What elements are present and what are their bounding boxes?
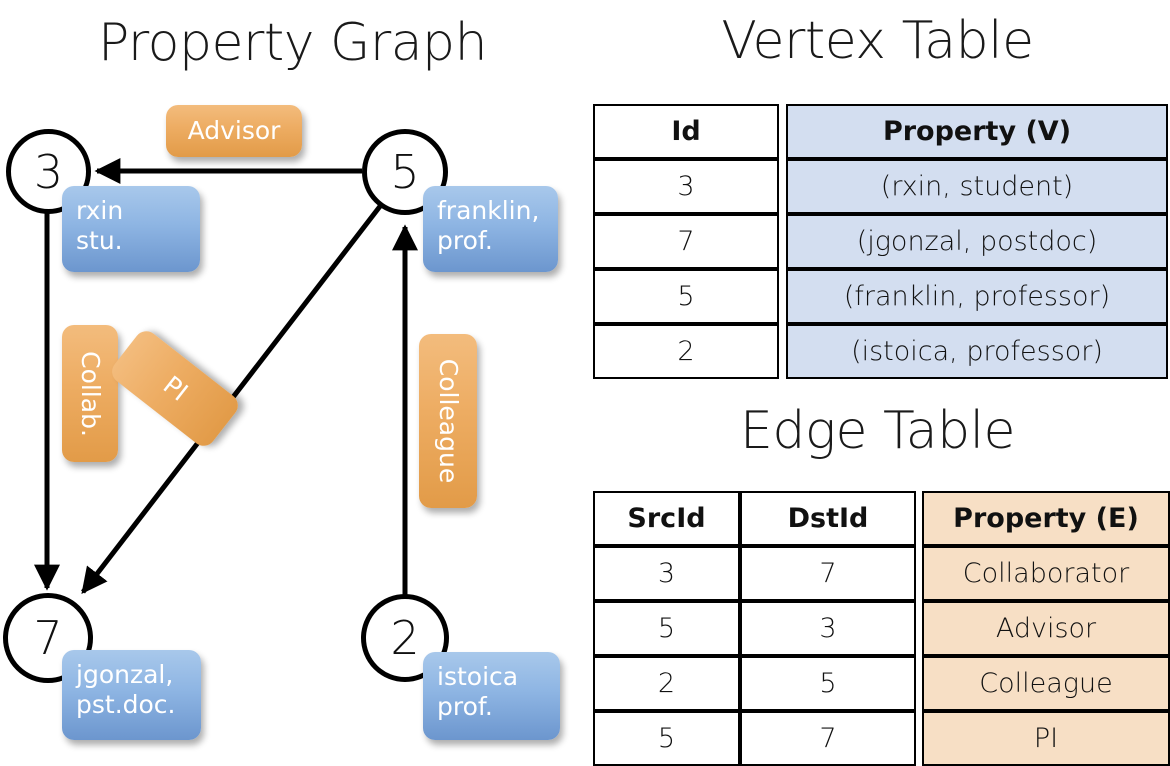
table-row: 5 7 PI [593,711,1170,766]
table-header-row: SrcId DstId Property (E) [593,491,1170,546]
edge-cell-prop: Advisor [922,601,1170,656]
node-7-label: 7 [33,611,63,665]
edge-cell-prop: Collaborator [922,546,1170,601]
table-row: 5 (franklin, professor) [593,269,1168,324]
edge-table: SrcId DstId Property (E) 3 7 Collaborato… [593,491,1170,766]
edge-cell-srcid: 5 [593,711,740,766]
vertex-prop-box-2: istoica prof. [423,652,560,740]
table-row: 5 3 Advisor [593,601,1170,656]
node-2[interactable]: 2 [361,594,449,682]
vertex-cell-id: 7 [593,214,779,269]
edge-cell-prop: Colleague [922,656,1170,711]
table-row: 7 (jgonzal, postdoc) [593,214,1168,269]
table-row: 2 (istoica, professor) [593,324,1168,379]
node-2-label: 2 [390,611,420,665]
vertex-prop-2-line1: istoica [437,662,519,691]
edge-cell-srcid: 3 [593,546,740,601]
vertex-cell-prop: (istoica, professor) [786,324,1168,379]
edge-label-collab: Collab. [62,325,118,462]
edge-header-dstid: DstId [740,491,916,546]
vertex-prop-7-line2: pst.doc. [76,689,176,719]
edge-table-title: Edge Table [739,401,1016,461]
vertex-prop-5-line1: franklin, [437,196,540,225]
table-row: 3 7 Collaborator [593,546,1170,601]
graph-panel-title: Property Graph [97,13,488,73]
column-gap [779,159,786,214]
edge-label-colleague-text: Colleague [433,358,463,484]
vertex-cell-id: 5 [593,269,779,324]
vertex-cell-prop: (franklin, professor) [786,269,1168,324]
vertex-cell-prop: (jgonzal, postdoc) [786,214,1168,269]
vertex-table: Id Property (V) 3 (rxin, student) 7 (jgo… [593,104,1168,379]
edge-header-prop: Property (E) [922,491,1170,546]
table-header-row: Id Property (V) [593,104,1168,159]
vertex-prop-3-line1: rxin [76,196,124,225]
vertex-header-prop: Property (V) [786,104,1168,159]
vertex-header-id: Id [593,104,779,159]
edge-cell-prop: PI [922,711,1170,766]
vertex-prop-3-line2: stu. [76,225,123,255]
column-gap [779,324,786,379]
column-gap [779,104,786,159]
edge-label-colleague: Colleague [419,334,477,508]
vertex-prop-box-7: jgonzal, pst.doc. [62,650,201,740]
node-5[interactable]: 5 [362,129,448,215]
table-row: 3 (rxin, student) [593,159,1168,214]
edge-cell-dstid: 5 [740,656,916,711]
edge-cell-dstid: 7 [740,711,916,766]
vertex-cell-id: 3 [593,159,779,214]
edge-label-advisor: Advisor [166,105,302,157]
vertex-prop-5-line2: prof. [437,225,493,255]
edge-cell-srcid: 5 [593,601,740,656]
edge-label-advisor-text: Advisor [187,116,281,146]
vertex-prop-box-5: franklin, prof. [423,186,558,272]
table-row: 2 5 Colleague [593,656,1170,711]
vertex-cell-id: 2 [593,324,779,379]
column-gap [779,214,786,269]
edge-label-collab-text: Collab. [75,350,105,437]
edge-cell-dstid: 3 [740,601,916,656]
edge-label-pi-text: PI [157,369,193,407]
vertex-prop-7-line1: jgonzal, [76,660,174,689]
node-5-label: 5 [390,145,420,199]
property-graph-diagram: 3 5 7 2 rxin stu. franklin, prof. jgonza… [0,0,585,760]
edge-cell-dstid: 7 [740,546,916,601]
column-gap [779,269,786,324]
vertex-prop-2-line2: prof. [437,691,493,721]
vertex-table-title: Vertex Table [721,11,1034,71]
edge-header-srcid: SrcId [593,491,740,546]
edge-cell-srcid: 2 [593,656,740,711]
vertex-prop-box-3: rxin stu. [62,186,200,272]
node-3-label: 3 [33,144,64,199]
vertex-cell-prop: (rxin, student) [786,159,1168,214]
